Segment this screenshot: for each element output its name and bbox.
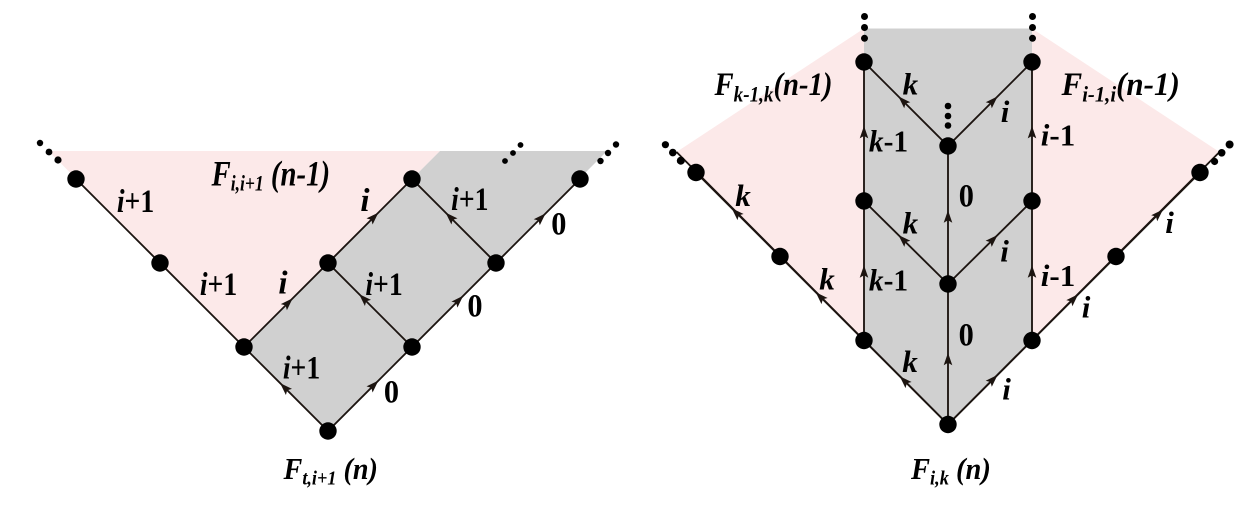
svg-text:k: k [903, 206, 919, 241]
svg-text:0: 0 [959, 177, 974, 213]
svg-text:i: i [360, 183, 370, 219]
svg-text:k-1: k-1 [869, 124, 908, 159]
svg-text:i: i [278, 265, 288, 301]
svg-text:Fk-1,k(n-1): Fk-1,k(n-1) [714, 65, 833, 107]
svg-text:0: 0 [551, 206, 566, 242]
svg-text:i: i [1000, 234, 1009, 269]
svg-text:k: k [903, 66, 919, 101]
svg-text:i+1: i+1 [283, 349, 320, 386]
svg-text:Fi-1,i(n-1): Fi-1,i(n-1) [1061, 65, 1180, 106]
svg-text:i-1: i-1 [1041, 258, 1075, 293]
svg-text:i: i [1001, 94, 1010, 129]
svg-text:k: k [819, 261, 835, 296]
svg-text:0: 0 [467, 287, 482, 323]
svg-text:i-1: i-1 [1041, 118, 1075, 153]
svg-text:i+1: i+1 [365, 266, 402, 303]
svg-text:Fi,i+1 (n-1): Fi,i+1 (n-1) [211, 155, 330, 197]
svg-text:i: i [1165, 205, 1174, 240]
svg-text:i+1: i+1 [451, 181, 488, 218]
svg-text:Ft,i+1 (n): Ft,i+1 (n) [283, 453, 378, 490]
svg-text:i: i [1002, 372, 1011, 407]
svg-text:0: 0 [959, 316, 974, 352]
svg-text:k-1: k-1 [869, 263, 908, 298]
svg-text:Fi,k (n): Fi,k (n) [910, 452, 991, 490]
svg-text:i+1: i+1 [200, 266, 237, 303]
svg-text:k: k [735, 178, 751, 213]
svg-text:i: i [1082, 290, 1091, 325]
svg-text:i+1: i+1 [117, 183, 154, 220]
svg-text:0: 0 [384, 373, 399, 409]
svg-text:k: k [902, 344, 918, 379]
